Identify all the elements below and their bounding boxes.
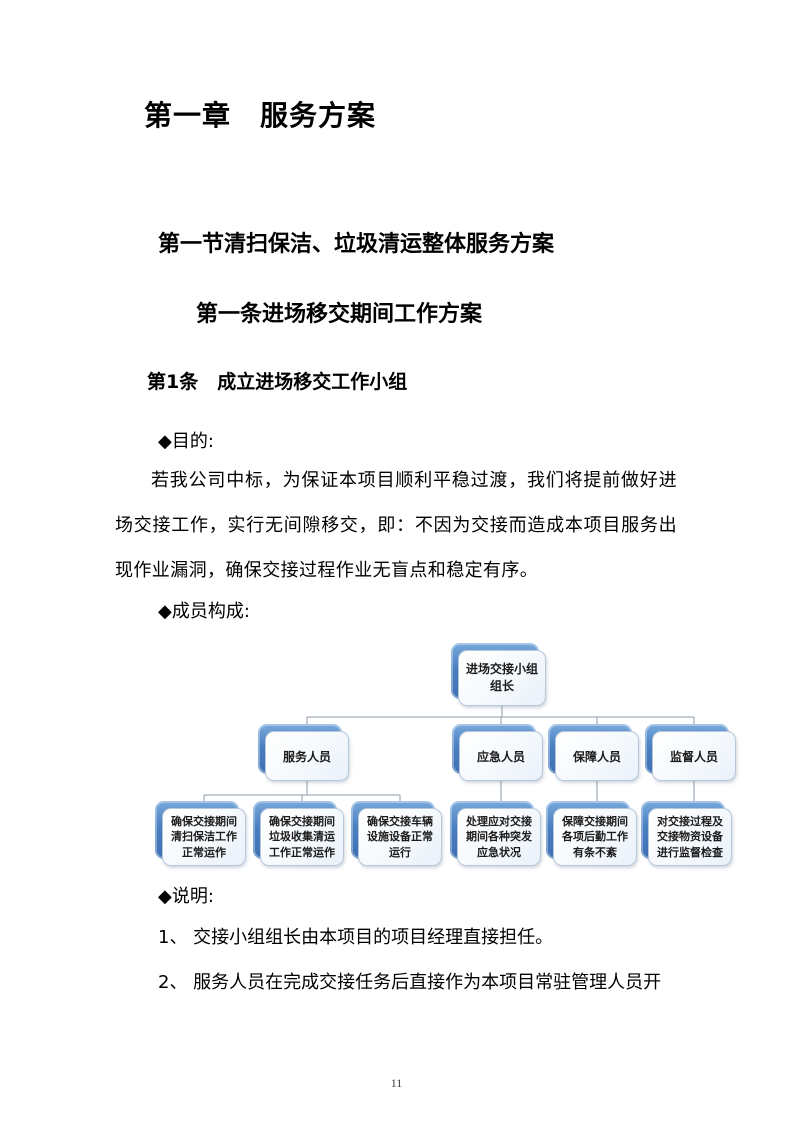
- org-node-task-emergency: 处理应对交接期间各种突发应急状况: [450, 801, 541, 866]
- note-item: 1、 交接小组组长由本项目的项目经理直接担任。: [158, 927, 554, 948]
- page-number: 11: [390, 1076, 403, 1090]
- members-label: ◆成员构成:: [158, 601, 250, 622]
- org-node-task-logistics: 保障交接期间各项后勤工作有条不紊: [546, 801, 637, 866]
- notes-label: ◆说明:: [158, 886, 214, 907]
- org-node-emergency-staff: 应急人员: [452, 724, 543, 781]
- purpose-paragraph: 若我公司中标，为保证本项目顺利平稳过渡，我们将提前做好进场交接工作，实行无间隙移…: [115, 470, 677, 581]
- org-node-task-garbage: 确保交接期间垃圾收集清运工作正常运作: [253, 801, 344, 866]
- note-item: 2、 服务人员在完成交接任务后直接作为本项目常驻管理人员开: [158, 972, 662, 993]
- chapter-title: 第一章 服务方案: [144, 99, 377, 132]
- org-node-root-label: 进场交接小组组长: [458, 650, 546, 706]
- org-node-task-inspection: 对交接过程及交接物资设备进行监督检查: [641, 801, 732, 866]
- clause-heading: 第1条 成立进场移交工作小组: [147, 371, 408, 393]
- sub-heading: 第一条进场移交期间工作方案: [196, 302, 483, 327]
- org-node-task-vehicles: 确保交接车辆设施设备正常运行: [351, 801, 442, 866]
- section-heading: 第一节清扫保洁、垃圾清运整体服务方案: [158, 232, 555, 257]
- org-node-support-staff: 保障人员: [548, 724, 639, 781]
- org-node-service-staff: 服务人员: [258, 724, 349, 781]
- org-node-task-cleaning: 确保交接期间清扫保洁工作正常运作: [155, 801, 246, 866]
- purpose-label: ◆目的:: [158, 431, 214, 452]
- org-node-supervision-staff: 监督人员: [645, 724, 736, 781]
- org-node-root: 进场交接小组组长: [451, 643, 546, 706]
